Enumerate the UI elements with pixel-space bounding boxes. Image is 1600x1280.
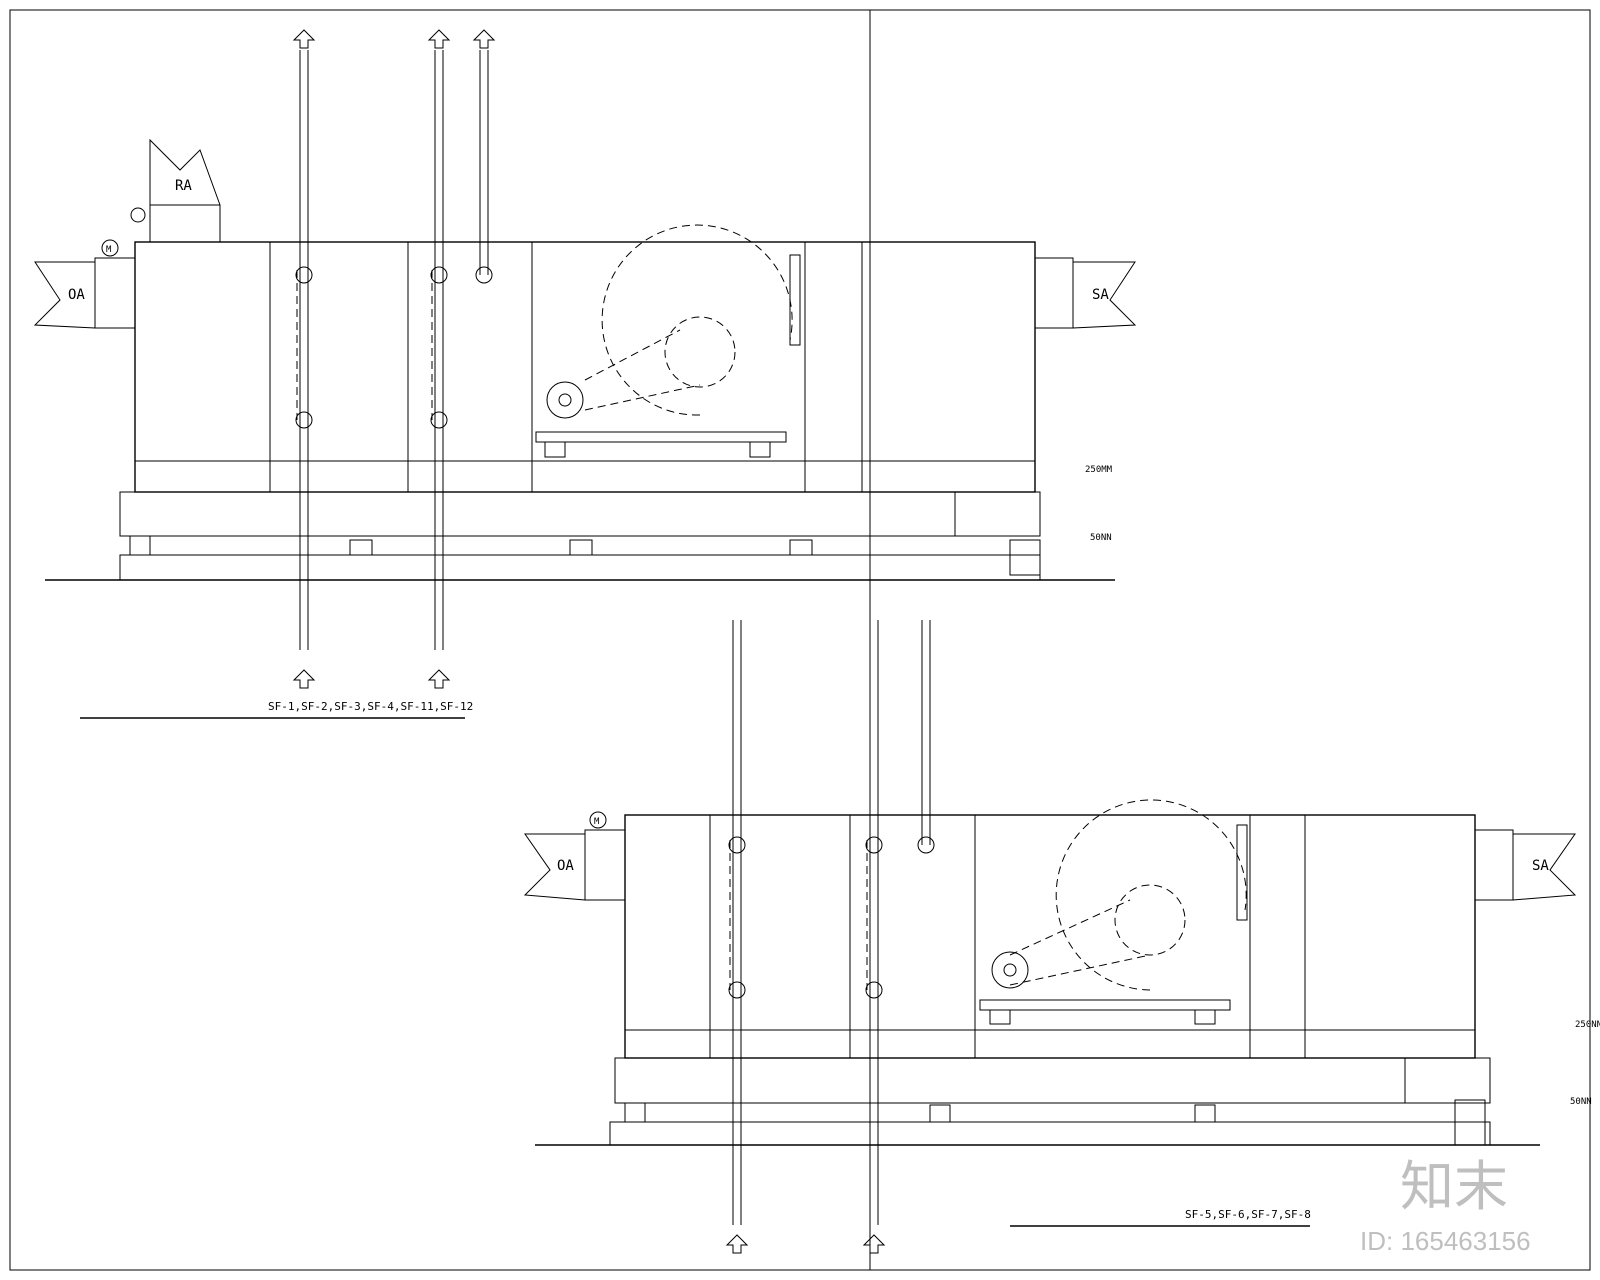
unit-elevation-1: OA M SA RA 250MM 50NN SF-1 [33, 29, 1137, 719]
sheet-border [9, 9, 1591, 1271]
watermark-id: ID: 165463156 [1360, 1226, 1531, 1256]
ra-duct-1 [149, 204, 221, 243]
unit-elevation-2: OA M SA 250NN 50NN SF-5,SF-6,SF-7,SF-8 [523, 620, 1600, 1254]
watermark-logo: 知末 [1400, 1157, 1508, 1217]
dim-250-2: 250NN [1575, 1020, 1600, 1030]
motor-mark-2: M [594, 817, 600, 827]
pad-hatch-1 [1009, 539, 1041, 576]
motor-mark-1: M [106, 245, 112, 255]
steel-frame-1 [119, 491, 1041, 537]
dim-50-2: 50NN [1570, 1097, 1592, 1107]
sa-duct-2 [1474, 829, 1514, 901]
dim-50-1: 50NN [1090, 533, 1112, 543]
concrete-hatch-1 [954, 491, 1041, 537]
concrete-base-2 [609, 1121, 1491, 1146]
sa-duct-1 [1034, 257, 1074, 329]
oa-duct-2 [584, 829, 626, 901]
ahu-casing-2 [624, 814, 1476, 1059]
sa-label-2: SA [1532, 858, 1549, 874]
sa-label-1: SA [1092, 287, 1109, 303]
ra-label-1: RA [175, 178, 192, 194]
concrete-base-1 [119, 554, 1041, 581]
dim-250-1: 250MM [1085, 465, 1113, 475]
oa-label-1: OA [68, 287, 85, 303]
ahu-casing-1 [134, 241, 1036, 493]
fig2-subtitle: SF-5,SF-6,SF-7,SF-8 [1185, 1208, 1311, 1221]
oa-duct-1 [94, 257, 136, 329]
oa-label-2: OA [557, 858, 574, 874]
fig1-subtitle: SF-1,SF-2,SF-3,SF-4,SF-11,SF-12 [268, 700, 473, 713]
steel-frame-2 [614, 1057, 1491, 1104]
